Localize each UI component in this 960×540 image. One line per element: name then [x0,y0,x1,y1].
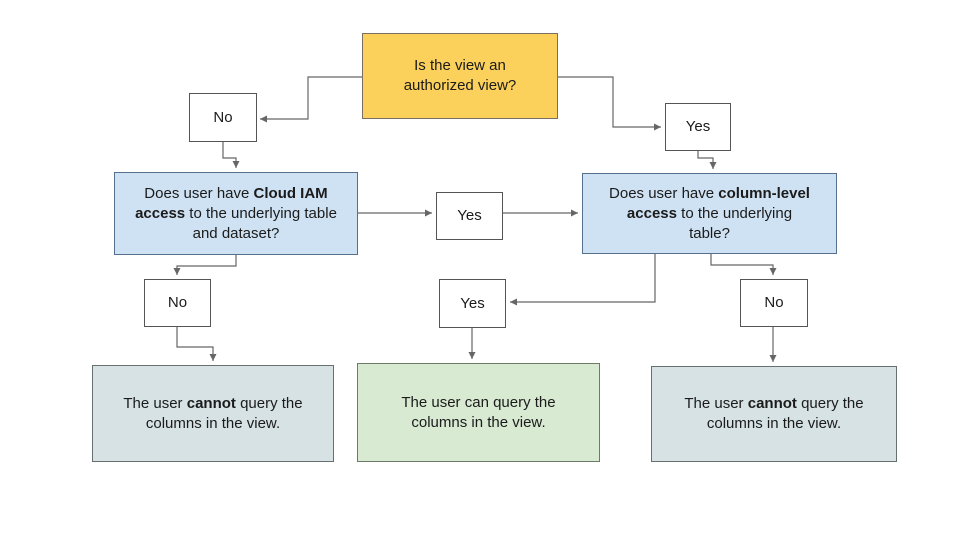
connector-decision-right-to-no-lower [710,254,777,275]
decision-root-authorized-view: Is the view an authorized view? [362,33,558,119]
label-no-right-lower: No [740,279,808,327]
outcome-left-pre: The user [123,394,187,412]
label-no-top-text: No [213,108,233,126]
connector-no-lower-to-outcome-left [176,327,217,361]
decision-root-text: Is the view an authorized view? [403,57,517,94]
outcome-center-pre: The user can query the columns in the vi… [401,393,556,431]
outcome-left-text: The user cannot query the columns in the… [122,394,304,434]
decision-cloud-iam-pre: Does user have [144,184,254,202]
connector-root-to-no-top [260,76,362,123]
decision-column-level-text: Does user have column-level access to th… [606,184,814,244]
label-yes-mid-text: Yes [457,207,482,224]
connector-yes-top-to-decision-right [697,151,717,169]
label-yes-top-text: Yes [685,118,711,135]
label-yes-mid: Yes [436,192,503,240]
outcome-can-query-center: The user can query the columns in the vi… [357,363,600,462]
connector-no-top-to-decision-left [222,142,240,168]
outcome-cannot-query-left: The user cannot query the columns in the… [92,365,334,462]
label-yes-lower-text: Yes [460,294,485,312]
decision-cloud-iam-post: to the underlying table and dataset? [185,204,337,242]
connector-decision-left-to-no-lower [173,255,237,275]
decision-column-level-access: Does user have column-level access to th… [582,173,837,254]
outcome-right-post: query the columns in the view. [706,395,864,432]
outcome-center-text: The user can query the columns in the vi… [388,393,570,433]
outcome-right-pre: The user [684,395,748,412]
connector-root-to-yes-top [558,76,661,131]
label-no-left-lower: No [144,279,211,327]
decision-column-level-post: to the underlying table? [676,204,793,242]
connector-decision-right-to-yes-lower [510,254,656,306]
label-no-right-lower-text: No [764,294,784,311]
outcome-right-text: The user cannot query the columns in the… [683,394,865,434]
label-yes-lower: Yes [439,279,506,328]
decision-column-level-bold: column-level access [626,184,810,222]
outcome-right-bold: cannot [747,395,797,412]
outcome-left-bold: cannot [186,394,236,412]
decision-cloud-iam-access: Does user have Cloud IAM access to the u… [114,172,358,255]
decision-cloud-iam-text: Does user have Cloud IAM access to the u… [134,184,339,244]
label-no-top: No [189,93,257,142]
outcome-left-post: query the columns in the view. [145,394,303,432]
decision-cloud-iam-bold: Cloud IAM access [135,184,328,222]
label-yes-top: Yes [665,103,731,151]
label-no-left-lower-text: No [167,294,188,311]
outcome-cannot-query-right: The user cannot query the columns in the… [651,366,897,462]
decision-column-level-pre: Does user have [609,184,719,202]
